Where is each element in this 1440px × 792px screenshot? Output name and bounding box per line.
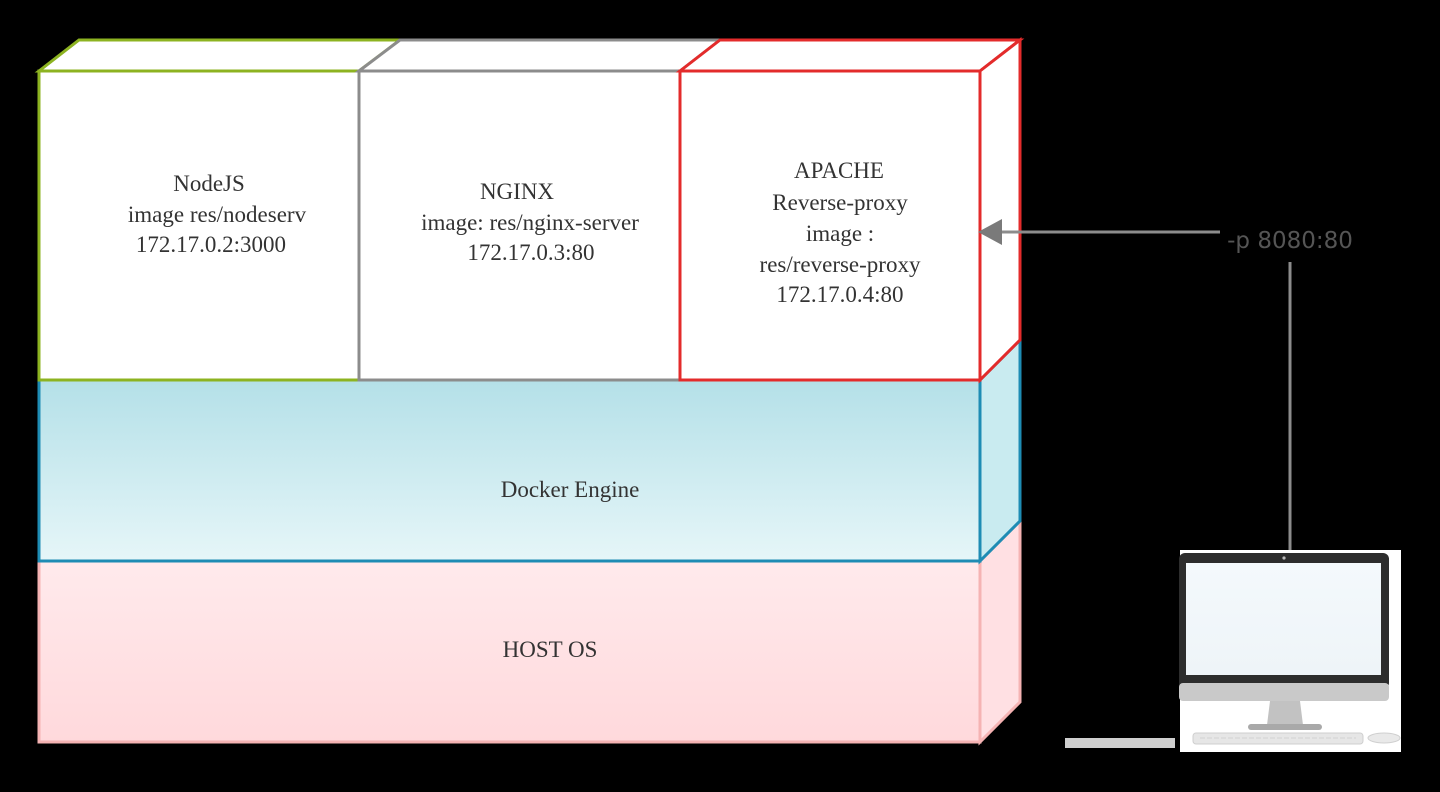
arrow-head-icon (978, 219, 1002, 245)
nginx-image: image: res/nginx-server (421, 210, 639, 235)
nodejs-box (37, 69, 361, 382)
port-mapping-connector: -p 8080:80 (978, 219, 1353, 554)
host-os-label: HOST OS (503, 637, 598, 662)
host-os-layer: HOST OS (37, 517, 1022, 746)
apache-name: APACHE (794, 158, 884, 183)
apache-box (678, 69, 982, 382)
apache-address: 172.17.0.4:80 (776, 282, 903, 307)
docker-engine-label: Docker Engine (501, 477, 640, 502)
nodejs-container: NodeJS image res/nodeserv 172.17.0.2:300… (34, 38, 405, 382)
nginx-box (357, 69, 682, 382)
docker-engine-box (37, 378, 982, 563)
host-os-box (37, 559, 982, 744)
apache-role: Reverse-proxy (772, 190, 908, 215)
port-mapping-label: -p 8080:80 (1227, 228, 1353, 254)
desktop-computer-icon (1065, 550, 1401, 752)
apache-image-label: image : (806, 221, 874, 246)
docker-engine-layer: Docker Engine (37, 336, 1022, 565)
nodejs-name: NodeJS (173, 171, 245, 196)
nodejs-address: 172.17.0.2:3000 (136, 232, 286, 257)
apache-container: APACHE Reverse-proxy image : res/reverse… (675, 36, 1025, 384)
nginx-name: NGINX (480, 179, 554, 204)
nodejs-image: image res/nodeserv (128, 202, 307, 227)
apache-image: res/reverse-proxy (760, 252, 921, 277)
nginx-address: 172.17.0.3:80 (467, 240, 594, 265)
nginx-container: NGINX image: res/nginx-server 172.17.0.3… (354, 38, 725, 382)
